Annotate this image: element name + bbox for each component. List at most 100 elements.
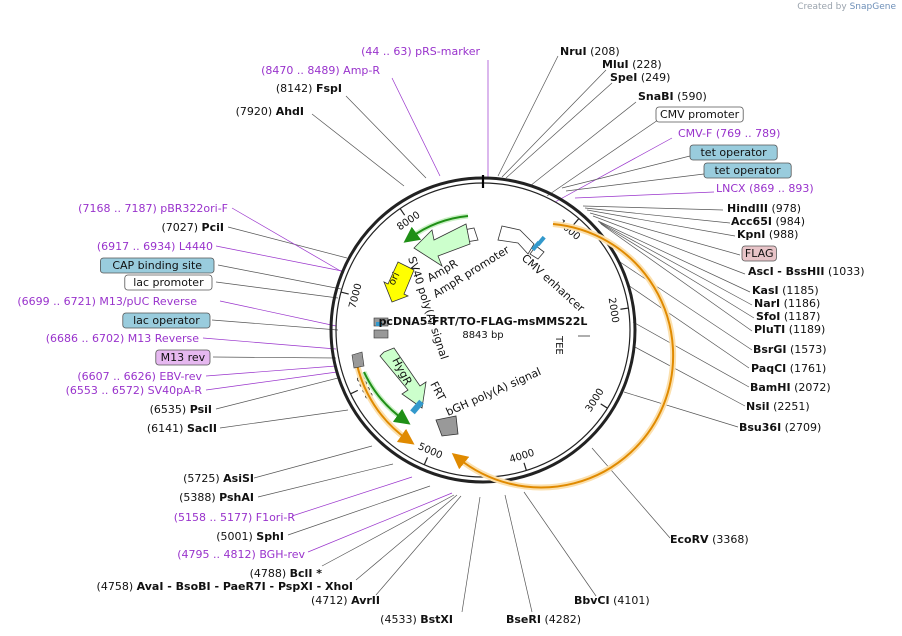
primer-label-6607-6626-ebv-rev: (6607 .. 6626) EBV-rev [77,370,202,383]
enzyme-name: AvaI - BsoBI - PaeR7I - PspXI - XhoI [137,580,353,593]
ruler-tick [350,389,359,395]
label-leader-lines [202,55,755,613]
enzyme-position: (984) [775,215,805,228]
feature-box-label-flag: FLAG [745,247,774,260]
feature-box-lac-operator [122,312,211,329]
enzyme-label-sacii: (6141) SacII [147,422,217,435]
enzyme-extra: - BssHII [777,265,824,278]
enzyme-position: (6535) [150,403,187,416]
enzyme-name: SpeI [610,71,637,84]
feature-box-flag [741,245,777,262]
enzyme-name: NarI [754,297,780,310]
enzyme-label-kasi: KasI (1185) [752,284,819,297]
primer-label-6686-6702-m13-reverse: (6686 .. 6702) M13 Reverse [46,332,199,345]
enzyme-position: (2072) [794,381,831,394]
ruler-label: 7000 [347,282,364,309]
enzyme-label-bbvci: BbvCI (4101) [574,594,650,607]
enzyme-position: (4282) [544,613,581,626]
enzyme-position: (1187) [784,310,821,323]
enzyme-name: KasI [752,284,779,297]
primer-label-lncx-869-893: LNCX (869 .. 893) [716,182,814,195]
enzyme-position: (3368) [712,533,749,546]
enzyme-name: SnaBI [638,90,674,103]
enzyme-position: (249) [641,71,671,84]
enzyme-name: EcoRV [670,533,709,546]
enzyme-name: BamHI [750,381,791,394]
ruler-label: 4000 [508,448,536,466]
feature-box-label-lac-promoter: lac promoter [133,276,204,289]
feature-box-m13-rev [155,349,211,366]
orf-arc-hyg-line [355,359,415,445]
enzyme-label-bseri: BseRI (4282) [506,613,581,626]
enzyme-label-fspi: (8142) FspI [276,82,342,95]
enzyme-label-spei: SpeI (249) [610,71,670,84]
enzyme-label-snabi: SnaBI (590) [638,90,707,103]
enzyme-name: AhdI [276,105,304,118]
feature-label-cmv-enhancer: CMV enhancer [519,252,587,315]
enzyme-position: (4758) [97,580,134,593]
enzyme-label-acc65i: Acc65I (984) [731,215,805,228]
ruler-label: 3000 [584,387,607,414]
enzyme-position: (8142) [276,82,313,95]
enzyme-label-nrui: NruI (208) [560,45,620,58]
feature-ampr-arrow [413,223,471,268]
enzyme-position: (1185) [782,284,819,297]
enzyme-position: (4788) [250,567,287,580]
enzyme-name: BstXI [420,613,453,626]
feature-box-label-cmv-promoter: CMV promoter [660,108,740,121]
orf-arc-hyg-green-line [363,371,411,425]
enzyme-position: (1186) [784,297,821,310]
enzyme-label-bsrgi: BsrGI (1573) [753,343,827,356]
enzyme-name: NruI [560,45,587,58]
snapgene-credit: Created by SnapGene [797,2,896,12]
enzyme-position: (1573) [790,343,827,356]
enzyme-position: (1033) [828,265,865,278]
enzyme-label-avai-bsobi-paer7i-pspxi-xhoi: (4758) AvaI - BsoBI - PaeR7I - PspXI - X… [97,580,353,593]
enzyme-name: KpnI [737,228,765,241]
enzyme-position: (4712) [311,594,348,607]
enzyme-name: Bsu36I [739,421,781,434]
enzyme-name: PsiI [190,403,212,416]
enzyme-position: (7920) [236,105,273,118]
ruler-tick [423,457,429,465]
primer-label-44-63-prs-marker: (44 .. 63) pRS-marker [361,45,480,58]
feature-box-label-cap-binding-site: CAP binding site [112,259,202,272]
enzyme-label-avrii: (4712) AvrII [311,594,380,607]
enzyme-name: AvrII [351,594,380,607]
enzyme-name: PluTI [754,323,785,336]
enzyme-label-nari: NarI (1186) [754,297,820,310]
enzyme-position: (228) [632,58,662,71]
enzyme-label-hindiii: HindIII (978) [727,202,801,215]
feature-label-frt: FRT [427,379,448,403]
enzyme-label-bstxi: (4533) BstXI [380,613,453,626]
enzyme-label-nsii: NsiI (2251) [746,400,810,413]
feature-frt [410,399,424,415]
feature-sv40-block [351,351,365,369]
enzyme-position: (988) [769,228,799,241]
feature-ori [383,261,415,303]
feature-box-label-m13-rev: M13 rev [161,351,206,364]
primer-label-5158-5177-f1ori-r: (5158 .. 5177) F1ori-R [174,511,296,524]
enzyme-position: (978) [771,202,801,215]
enzyme-name: PaqCI [751,362,786,375]
feature-box-cap-binding-site [100,257,215,274]
enzyme-name: FspI [316,82,342,95]
enzyme-label-sfoi: SfoI (1187) [756,310,820,323]
ruler-label: 5000 [416,441,444,461]
enzyme-label-asisi: (5725) AsiSI [183,472,254,485]
snapgene-logo-text: SnapGene [849,2,896,12]
enzyme-position: (590) [677,90,707,103]
enzyme-position: (5388) [179,491,216,504]
primer-label-6917-6934-l4440: (6917 .. 6934) L4440 [97,240,213,253]
feature-tet-operator-marks [531,235,546,252]
feature-box-cmv-promoter [655,106,744,123]
enzyme-name: AscI [748,265,774,278]
enzyme-label-pcii: (7027) PciI [161,221,224,234]
enzyme-name: SacII [187,422,217,435]
enzyme-name: NsiI [746,400,770,413]
feature-hygr-arrow [379,347,427,409]
ruler-tick [600,403,608,409]
enzyme-position: (1761) [790,362,827,375]
feature-box-lac-promoter [124,274,213,291]
